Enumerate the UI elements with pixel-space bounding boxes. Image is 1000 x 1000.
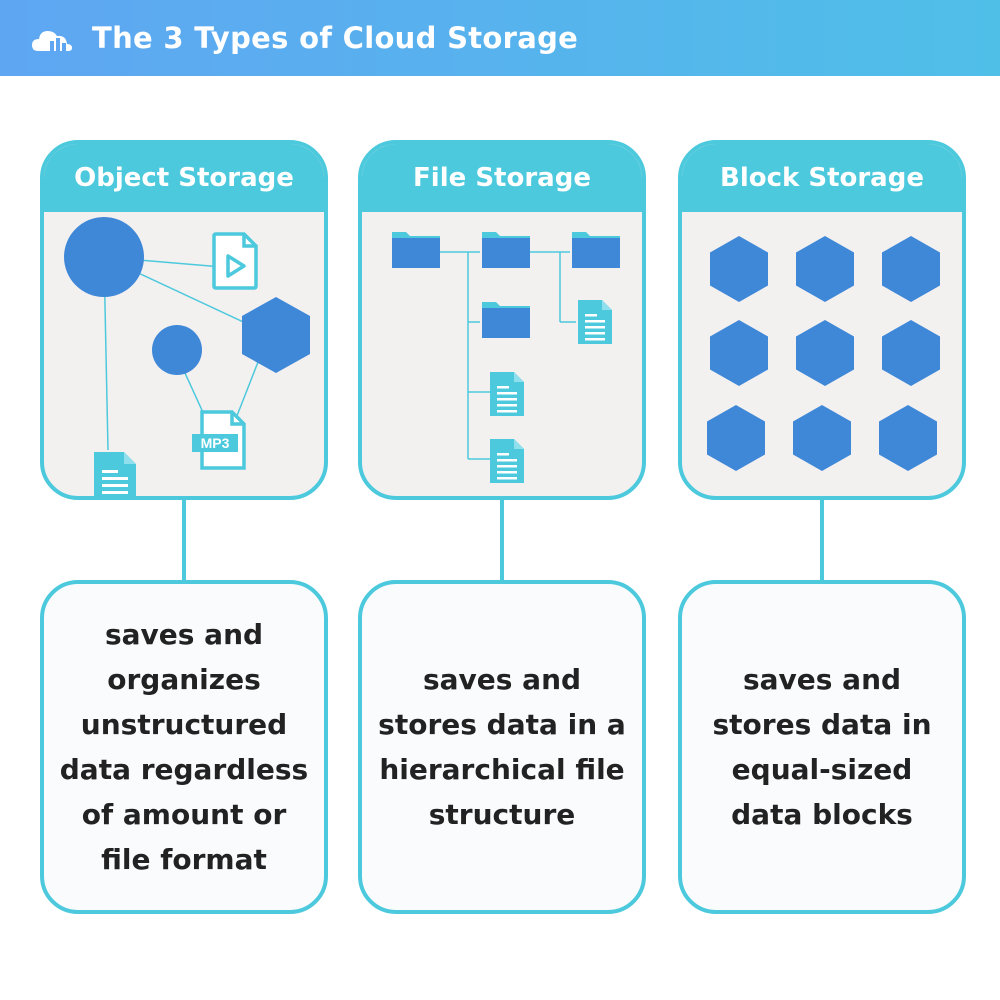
block-hexagon: [710, 236, 768, 302]
folder-icon: [392, 232, 440, 268]
object-storage-illustration: MP3: [64, 217, 310, 496]
block-hexagon: [793, 405, 851, 471]
object-storage-description: saves and organizes unstructured data re…: [59, 618, 309, 876]
svg-text:MP3: MP3: [201, 435, 230, 451]
object-hexagon: [242, 297, 310, 373]
video-file-icon: [212, 232, 258, 290]
block-hexagon: [710, 320, 768, 386]
file-storage-connector: [500, 500, 504, 582]
small-object-circle: [152, 325, 202, 375]
object-storage-title: Object Storage: [44, 144, 324, 212]
block-storage-description: saves and stores data in equal-sized dat…: [712, 663, 932, 831]
document-icon: [490, 439, 524, 483]
block-storage-card: Block Storage: [678, 140, 966, 500]
folder-icon: [572, 232, 620, 268]
object-storage-connector: [182, 500, 186, 582]
file-storage-illustration: [392, 232, 620, 483]
header-bar: The 3 Types of Cloud Storage: [0, 0, 1000, 76]
folder-icon: [482, 232, 530, 268]
block-storage-description-box: saves and stores data in equal-sized dat…: [678, 580, 966, 914]
block-hexagon: [882, 236, 940, 302]
block-storage-connector: [820, 500, 824, 582]
document-icon: [94, 452, 136, 496]
file-storage-card: File Storage: [358, 140, 646, 500]
file-storage-description-box: saves and stores data in a hierarchical …: [358, 580, 646, 914]
cloud-logo-icon: [32, 31, 72, 51]
block-hexagon: [879, 405, 937, 471]
object-storage-description-box: saves and organizes unstructured data re…: [40, 580, 328, 914]
file-storage-column: File Storage: [358, 140, 646, 914]
block-storage-illustration: [707, 236, 940, 471]
mp3-file-icon: MP3: [192, 410, 246, 470]
large-object-circle: [64, 217, 144, 297]
block-hexagon: [796, 236, 854, 302]
document-icon: [578, 300, 612, 344]
file-storage-title: File Storage: [362, 144, 642, 212]
object-storage-card: Object Storage: [40, 140, 328, 500]
block-hexagon: [882, 320, 940, 386]
block-hexagon: [796, 320, 854, 386]
file-storage-description: saves and stores data in a hierarchical …: [378, 663, 626, 831]
object-storage-column: Object Storage: [40, 140, 328, 914]
page-title: The 3 Types of Cloud Storage: [92, 21, 579, 55]
folder-icon: [482, 302, 530, 338]
block-storage-title: Block Storage: [682, 144, 962, 212]
block-hexagon: [707, 405, 765, 471]
block-storage-column: Block Storage saves and stores data in e…: [678, 140, 966, 914]
document-icon: [490, 372, 524, 416]
